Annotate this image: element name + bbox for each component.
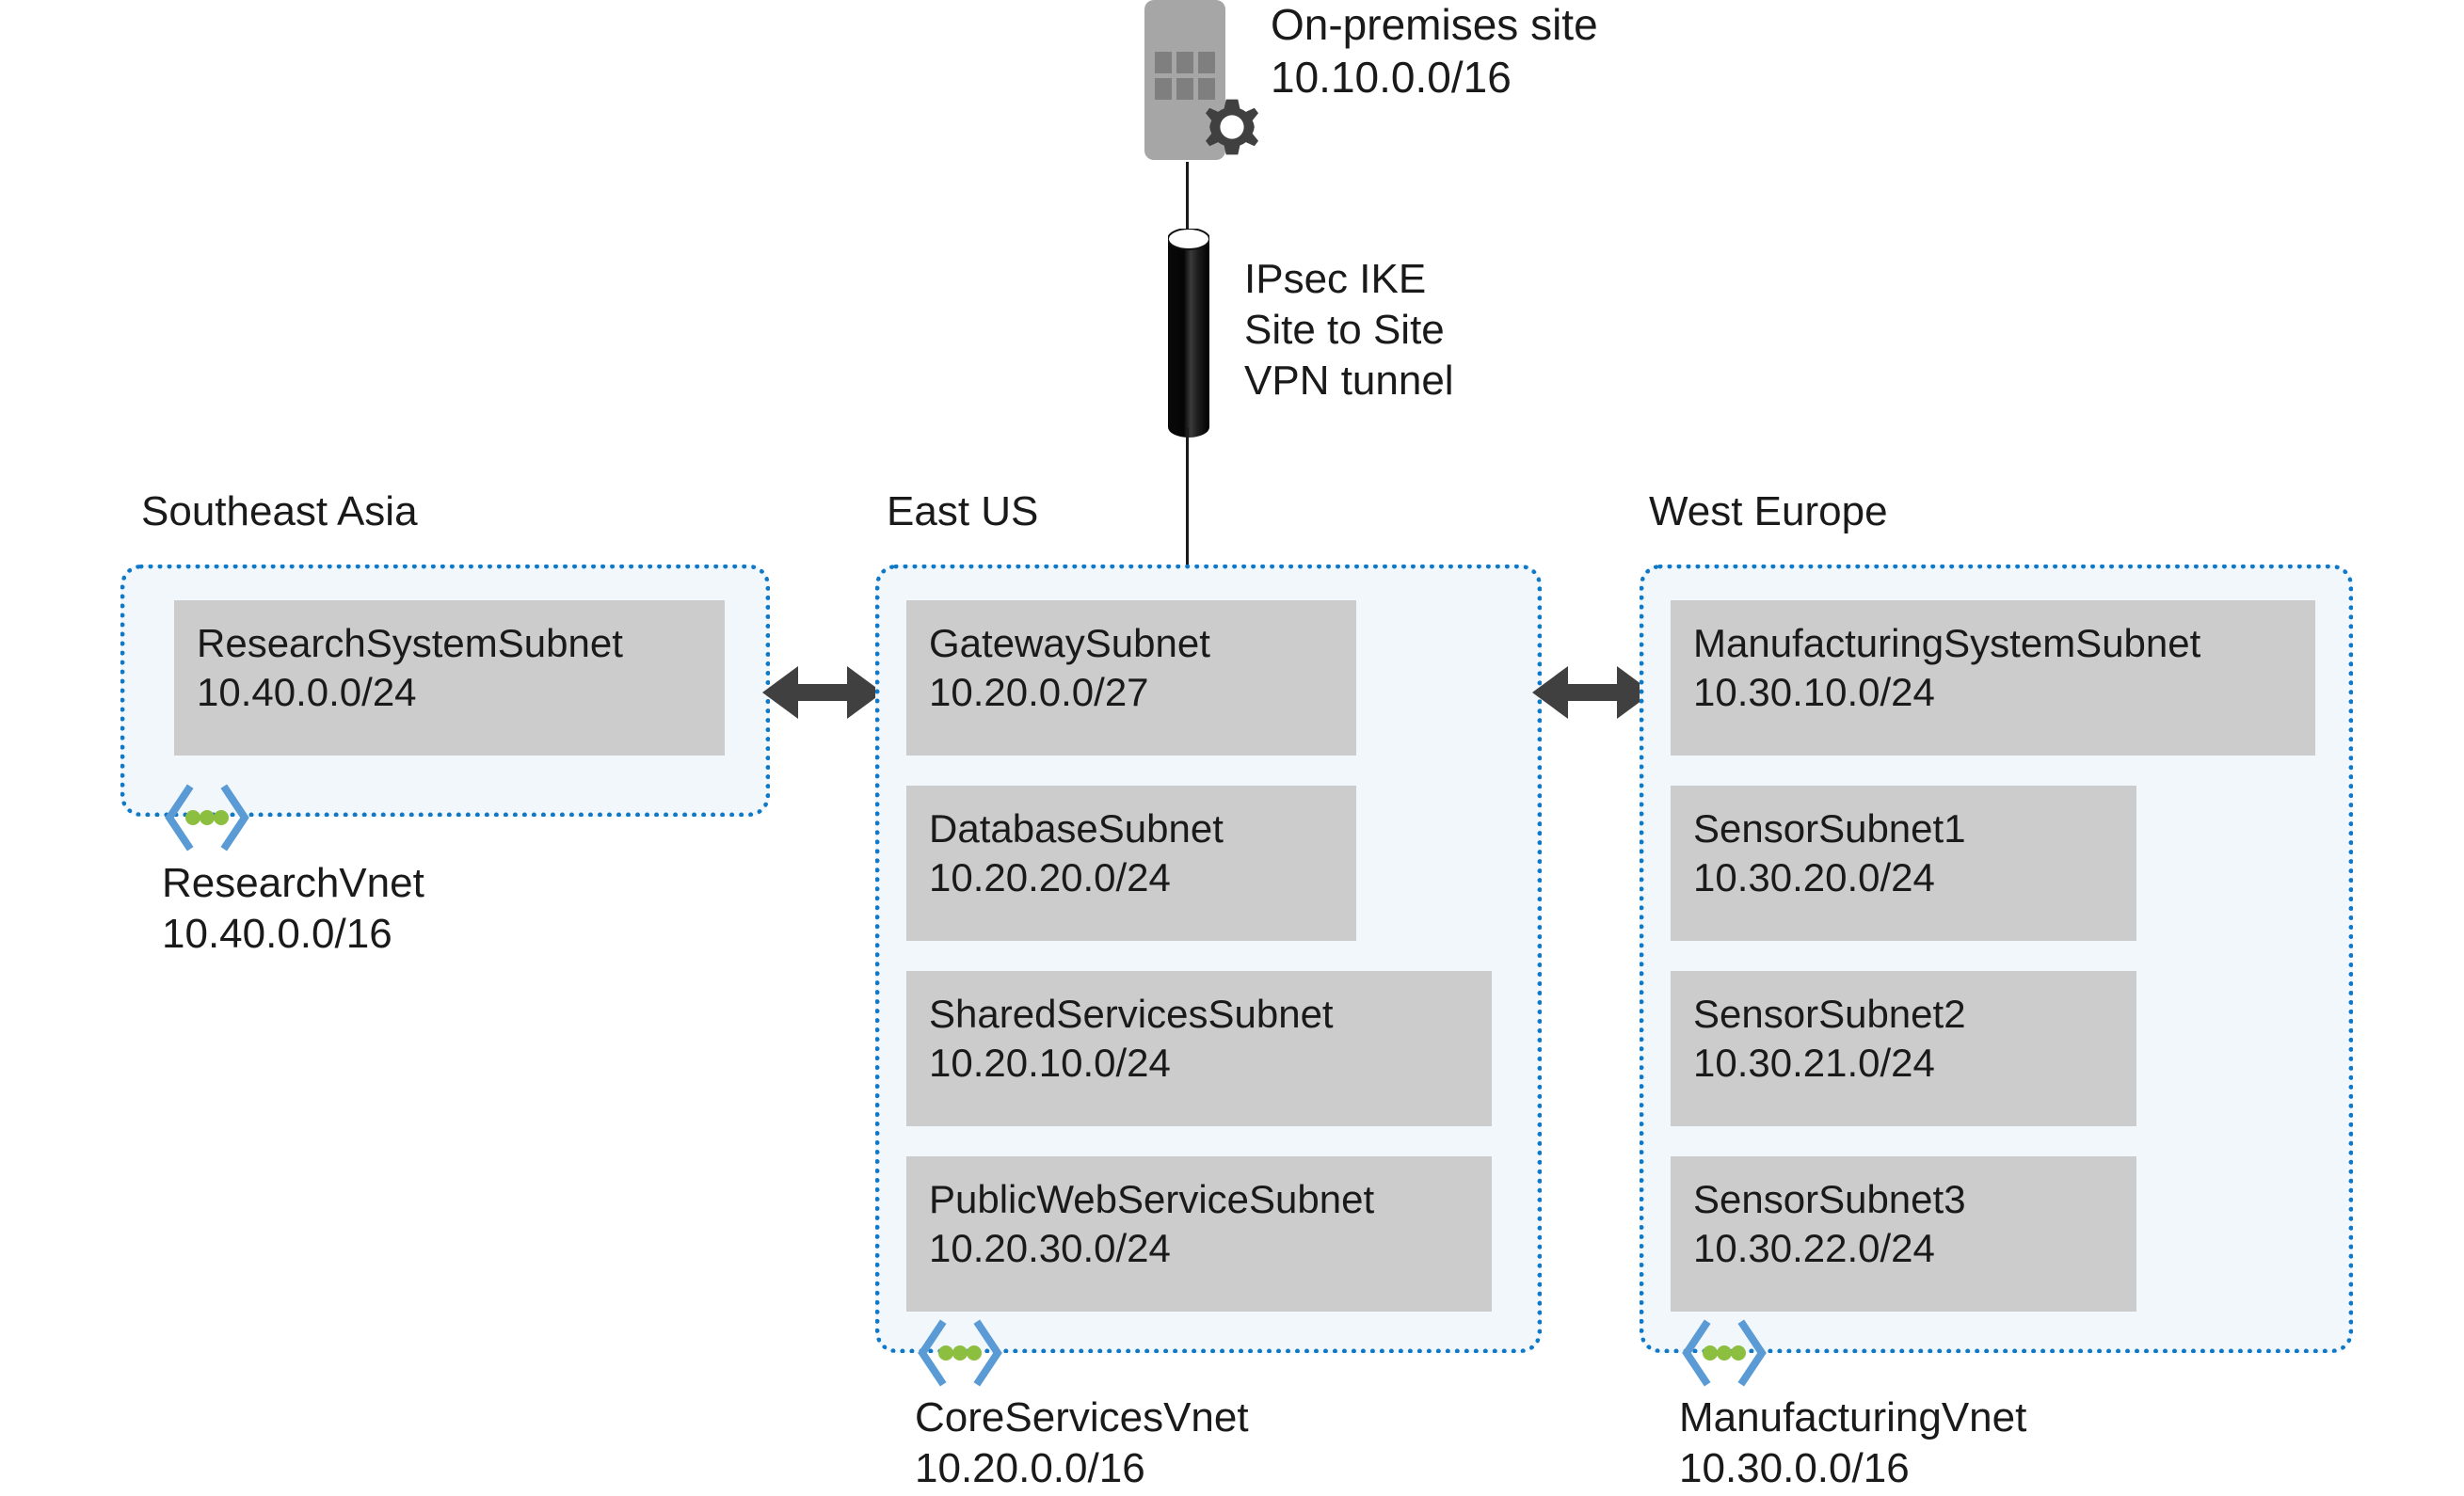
subnet-name: GatewaySubnet	[929, 621, 1210, 665]
vnet-name: ManufacturingVnet	[1679, 1394, 2027, 1440]
subnet-box-gatewaysubnet[interactable]: GatewaySubnet 10.20.0.0/27	[906, 600, 1356, 756]
subnet-name: SharedServicesSubnet	[929, 992, 1334, 1036]
subnet-box-sharedservicessubnet[interactable]: SharedServicesSubnet 10.20.10.0/24	[906, 971, 1492, 1126]
on-premises-cidr: 10.10.0.0/16	[1271, 53, 1512, 102]
vnet-container-manufacturingvnet[interactable]: ManufacturingSystemSubnet 10.30.10.0/24 …	[1640, 565, 2353, 1353]
subnet-name: SensorSubnet1	[1693, 806, 1966, 851]
region-label-southeast-asia: Southeast Asia	[141, 488, 418, 534]
building-window-cell	[1176, 78, 1193, 100]
building-window-cell	[1155, 52, 1172, 73]
subnet-cidr: 10.20.0.0/27	[929, 670, 1149, 714]
subnet-name: ResearchSystemSubnet	[197, 621, 623, 665]
vnet-cidr: 10.30.0.0/16	[1679, 1445, 1910, 1491]
vnet-icon-researchvnet	[165, 784, 249, 851]
building-windows	[1155, 52, 1215, 100]
vnet-icon-coreservicesvnet	[918, 1319, 1002, 1387]
tunnel-label-line-1: IPsec IKE	[1244, 256, 1427, 302]
vnet-name: ResearchVnet	[162, 860, 424, 906]
peering-arrow-east-us-west-europe	[1532, 666, 1653, 719]
subnet-cidr: 10.30.22.0/24	[1693, 1226, 1935, 1270]
vnet-name: CoreServicesVnet	[915, 1394, 1249, 1440]
vnet-icon-manufacturingvnet	[1682, 1319, 1767, 1387]
subnet-box-sensorsubnet1[interactable]: SensorSubnet1 10.30.20.0/24	[1671, 786, 2136, 941]
region-label-east-us: East US	[887, 488, 1039, 534]
building-window-cell	[1198, 52, 1215, 73]
vpn-tunnel-icon	[1168, 229, 1209, 438]
on-premises-site-group: On-premises site 10.10.0.0/16	[1144, 0, 1803, 179]
vnet-cidr: 10.40.0.0/16	[162, 911, 392, 957]
subnet-name: ManufacturingSystemSubnet	[1693, 621, 2201, 665]
region-label-west-europe: West Europe	[1649, 488, 1888, 534]
subnet-cidr: 10.20.20.0/24	[929, 855, 1171, 899]
subnet-box-databasesubnet[interactable]: DatabaseSubnet 10.20.20.0/24	[906, 786, 1356, 941]
subnet-name: DatabaseSubnet	[929, 806, 1224, 851]
tunnel-label-line-2: Site to Site	[1244, 307, 1445, 353]
vpn-tunnel-label-block: IPsec IKE Site to Site VPN tunnel	[1244, 254, 1454, 406]
subnet-cidr: 10.30.10.0/24	[1693, 670, 1935, 714]
subnet-cidr: 10.20.30.0/24	[929, 1226, 1171, 1270]
vnet-caption-researchvnet: ResearchVnet 10.40.0.0/16	[162, 858, 424, 960]
subnet-box-sensorsubnet2[interactable]: SensorSubnet2 10.30.21.0/24	[1671, 971, 2136, 1126]
subnet-box-researchsystemsubnet[interactable]: ResearchSystemSubnet 10.40.0.0/24	[174, 600, 725, 756]
vnet-caption-coreservicesvnet: CoreServicesVnet 10.20.0.0/16	[915, 1393, 1249, 1494]
building-window-cell	[1176, 52, 1193, 73]
tunnel-label-line-3: VPN tunnel	[1244, 358, 1454, 404]
subnet-cidr: 10.40.0.0/24	[197, 670, 417, 714]
subnet-box-sensorsubnet3[interactable]: SensorSubnet3 10.30.22.0/24	[1671, 1156, 2136, 1312]
subnet-cidr: 10.30.20.0/24	[1693, 855, 1935, 899]
building-window-cell	[1155, 78, 1172, 100]
building-window-cell	[1198, 78, 1215, 100]
vnet-container-coreservicesvnet[interactable]: GatewaySubnet 10.20.0.0/27 DatabaseSubne…	[875, 565, 1542, 1353]
on-premises-name: On-premises site	[1271, 0, 1598, 49]
subnet-cidr: 10.20.10.0/24	[929, 1041, 1171, 1085]
tunnel-connector-line-bottom	[1186, 428, 1189, 565]
vnet-cidr: 10.20.0.0/16	[915, 1445, 1145, 1491]
vnet-container-researchvnet[interactable]: ResearchSystemSubnet 10.40.0.0/24	[120, 565, 770, 817]
subnet-name: SensorSubnet3	[1693, 1177, 1966, 1221]
subnet-box-manufacturingsystemsubnet[interactable]: ManufacturingSystemSubnet 10.30.10.0/24	[1671, 600, 2315, 756]
tunnel-connector-line-top	[1186, 162, 1189, 235]
vnet-caption-manufacturingvnet: ManufacturingVnet 10.30.0.0/16	[1679, 1393, 2026, 1494]
on-premises-building-icon	[1144, 0, 1225, 160]
gear-icon	[1206, 99, 1258, 155]
subnet-name: PublicWebServiceSubnet	[929, 1177, 1375, 1221]
peering-arrow-southeast-asia-east-us	[762, 666, 883, 719]
subnet-name: SensorSubnet2	[1693, 992, 1966, 1036]
on-premises-label-block: On-premises site 10.10.0.0/16	[1271, 0, 1598, 103]
subnet-box-publicwebservicesubnet[interactable]: PublicWebServiceSubnet 10.20.30.0/24	[906, 1156, 1492, 1312]
subnet-cidr: 10.30.21.0/24	[1693, 1041, 1935, 1085]
